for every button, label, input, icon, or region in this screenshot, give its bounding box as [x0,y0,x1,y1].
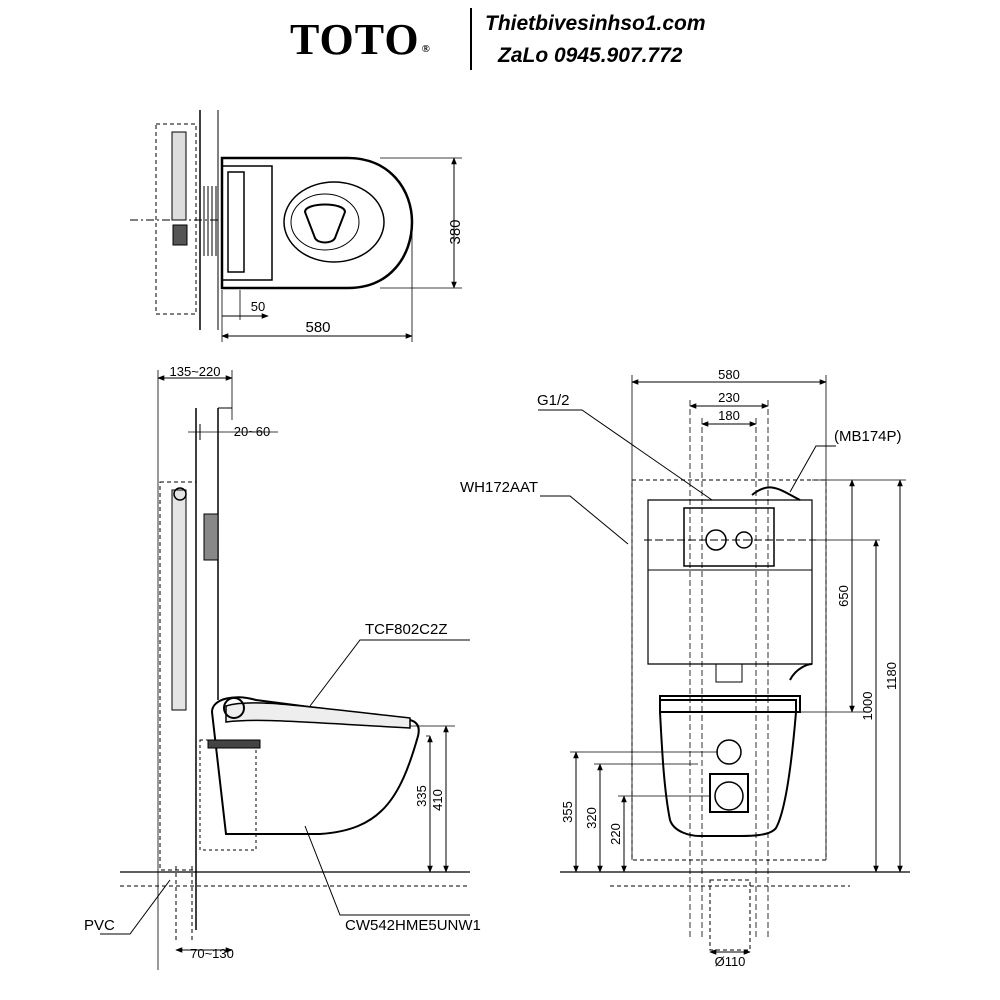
top-view [130,110,462,342]
front-leader-frame [540,495,629,545]
front-dim-1180: 1180 [884,662,899,690]
top-seat-hinge [227,171,245,273]
front-outlet-circle [716,739,742,765]
side-leader-seat [309,639,470,707]
side-pvc-pipe [175,866,193,940]
front-bowl-outline [659,699,797,837]
side-flush-plate [203,513,219,561]
side-carrier-outline [159,481,197,871]
front-flush-valve [715,663,743,683]
front-inlet-hose [751,486,801,501]
top-dim-50: 50 [251,299,265,314]
side-dim-410: 410 [430,789,445,811]
brand-name: TOTO [290,15,420,64]
front-view [538,375,910,955]
side-dim-70-130: 70~130 [190,946,234,961]
side-dim-135-220: 135~220 [170,364,221,379]
front-outlet-hose [789,663,813,681]
top-bowl-rim [283,181,385,263]
front-dim-355: 355 [560,801,575,823]
front-seat-rim [659,695,801,713]
front-label-frame: WH172AAT [460,479,538,496]
top-bowl-inner [290,193,360,251]
top-bowl-outline [220,156,414,290]
side-flush-pipe [199,739,257,851]
side-bowl-bracket [207,739,261,749]
side-leader-pvc [100,879,171,935]
top-drain-shape [303,203,347,244]
front-dim-580: 580 [718,367,740,382]
side-carrier-valve [173,487,187,501]
front-label-inlet: G1/2 [537,392,570,409]
header-divider [470,8,472,70]
front-dim-drain: Ø110 [715,954,746,969]
side-label-seat: TCF802C2Z [365,621,448,638]
front-flush-plate-box [683,507,775,567]
side-view [100,370,470,970]
front-drain-box [709,773,749,813]
side-dim-20-60: 20~60 [234,424,271,439]
front-cistern [647,499,813,665]
top-carrier-rail [171,131,187,221]
top-carrier-outline [155,123,197,315]
front-dim-1000: 1000 [860,692,875,721]
top-dim-380: 380 [447,219,464,244]
front-drain-circle [714,781,744,811]
front-label-plate: (MB174P) [834,428,902,445]
header: TOTO® Thietbivesinhso1.com ZaLo 0945.907… [0,0,1000,80]
website-text: Thietbivesinhso1.com [485,12,706,35]
front-dim-230: 230 [718,390,740,405]
front-drain-pipe [709,879,751,951]
side-label-bowl: CW542HME5UNW1 [345,917,481,934]
front-dim-320: 320 [584,807,599,829]
side-carrier-tank [171,489,187,711]
front-dim-180: 180 [718,408,740,423]
front-leader-inlet [538,409,713,501]
front-leader-plate [789,445,836,493]
registered-mark: ® [421,43,431,55]
toto-logo: TOTO® [290,14,431,65]
top-carrier-bracket [172,224,188,246]
side-dim-335: 335 [414,785,429,807]
top-wall-hatch [203,186,217,256]
top-dim-580: 580 [305,319,330,336]
top-seat-unit [221,165,273,281]
side-leader-bowl [304,825,470,916]
side-label-pvc: PVC [84,917,115,934]
side-seat-hinge [223,697,245,719]
front-dim-650: 650 [836,585,851,607]
side-seat-lid [225,702,411,729]
front-dim-220: 220 [608,823,623,845]
phone-text: ZaLo 0945.907.772 [498,44,683,67]
